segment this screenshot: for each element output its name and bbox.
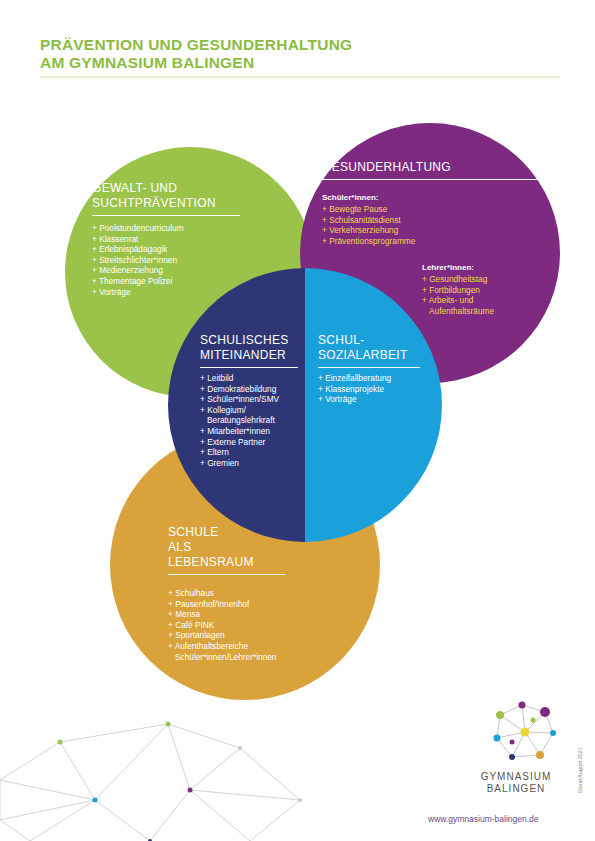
list-item: + Café PINK [168,620,308,631]
list-item: + Sportanlagen [168,630,308,641]
text-column: + Bewegte Pause+ Schulsanitätsdienst+ Ve… [322,204,452,246]
list-item: + Erlebnispädagogik [92,244,242,255]
text-column: SCHUL- SOZIALARBEIT [318,333,420,368]
topic-circle: SCHULISCHES MITEINANDER + Leitbild+ Demok… [168,268,305,542]
list-item: + Leitbild [200,373,300,384]
network-illustration [0,724,300,841]
shape-fill [305,268,442,542]
text-column: + Leitbild+ Demokratiebildung+ Schüler*i… [200,373,300,468]
network-dots [58,722,303,841]
text-column: Lehrer*innen: [422,263,512,274]
list-item: + Demokratiebildung [200,384,300,395]
date-note: Stand August 2021 [577,724,584,794]
topic-circle: SCHUL- SOZIALARBEIT+ Einzelfallberatung+… [305,268,442,542]
list-item: + Präventionsprogramme [322,236,452,247]
text-column: SCHULISCHES MITEINANDER [200,333,298,368]
list-item: + Vorträge [92,287,242,298]
list-item: + Medienerziehung [92,265,242,276]
website-url: www.gymnasium-balingen.de [428,814,568,824]
list-item: + Schüler*innen/SMV [200,394,300,405]
list-item: + Kollegium/ Beratungslehrkraft [200,405,300,426]
text-column: + Einzelfallberatung+ Klassenprojekte+ V… [318,373,428,405]
list-item: + Schulsanitätsdienst [322,215,452,226]
circle-heading: GEWALT- UND SUCHTPRÄVENTION [92,181,240,216]
list-item: + Thementage Polizei [92,276,242,287]
shape-fill [300,123,560,383]
list-item: + Einzelfallberatung [318,373,428,384]
text-column: + Gesundheitstag+ Fortbildungen+ Arbeits… [422,274,514,316]
school-logo [494,702,557,761]
logo-text: GYMNASIUM BALINGEN [470,771,562,795]
circle-shape [305,268,442,542]
list-item: + Pausenhof/Innenhof [168,599,308,610]
list-item: + Aufenthaltsbereiche Schüler*innen/Lehr… [168,641,308,662]
group-heading: Schüler*innen: [322,193,432,204]
list-item: + Eltern [200,447,300,458]
circle-heading: GESUNDERHALTUNG [322,160,540,180]
list-item: + Mensa [168,609,308,620]
circle-heading: SCHULISCHES MITEINANDER [200,333,298,368]
text-column: GESUNDERHALTUNG [322,160,540,180]
text-column: + Poolstundencurriculum+ Klassenrat+ Erl… [92,223,242,297]
circle-heading: SCHUL- SOZIALARBEIT [318,333,420,368]
list-item: + Klassenprojekte [318,384,428,395]
list-item: + Verkehrserziehung [322,225,452,236]
list-item: + Poolstundencurriculum [92,223,242,234]
shape-fill [110,430,380,700]
list-item: + Gremien [200,458,300,469]
list-item: + Fortbildungen [422,285,514,296]
list-item: + Externe Partner [200,437,300,448]
list-item: + Streitschlichter*innen [92,255,242,266]
list-item: + Arbeits- und Aufenthaltsräume [422,295,514,316]
list-item: + Bewegte Pause [322,204,452,215]
text-column: + Schulhaus+ Pausenhof/Innenhof+ Mensa+ … [168,588,308,662]
group-heading: Lehrer*innen: [422,263,512,274]
title-rule [40,77,560,78]
text-column: Schüler*innen: [322,193,432,204]
list-item: + Schulhaus [168,588,308,599]
poster-title: PRÄVENTION UND GESUNDERHALTUNG AM GYMNAS… [40,36,370,72]
text-column: GEWALT- UND SUCHTPRÄVENTION [92,181,240,216]
list-item: + Klassenrat [92,234,242,245]
list-item: + Mitarbeiter*innen [200,426,300,437]
list-item: + Gesundheitstag [422,274,514,285]
list-item: + Vorträge [318,394,428,405]
